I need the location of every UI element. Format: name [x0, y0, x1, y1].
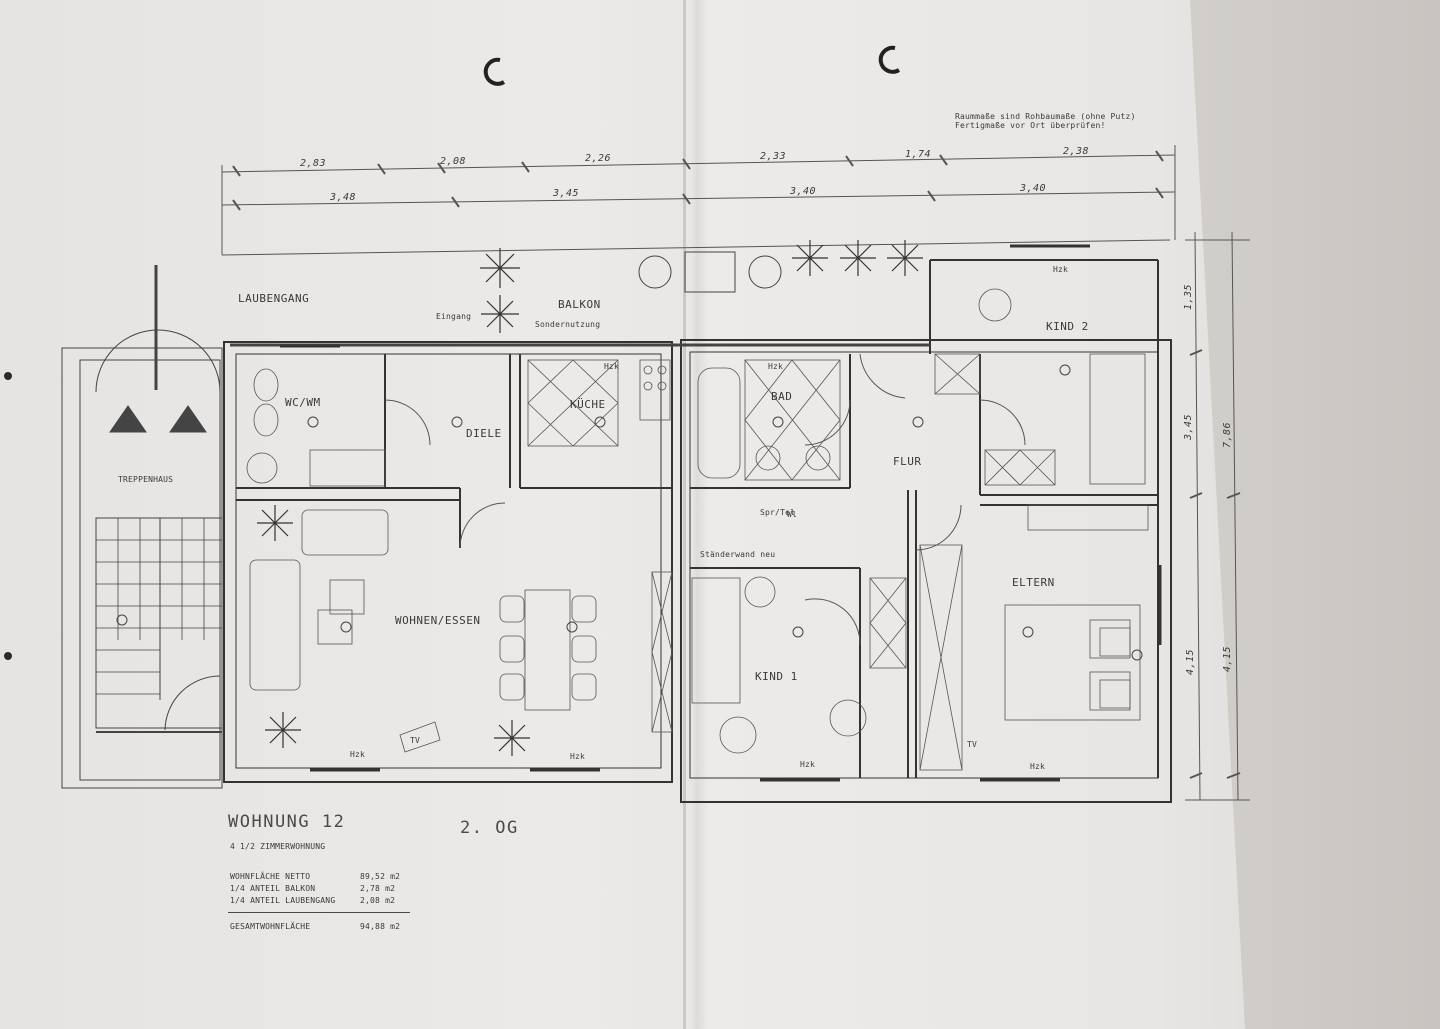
door-swings [384, 353, 1026, 646]
total-area-value: 94,88 m2 [360, 922, 401, 931]
area-row-value: 89,52 m2 [360, 872, 401, 881]
room-label-bad: BAD [771, 390, 793, 403]
balcony-outline [230, 251, 930, 347]
dimension-label: 1,74 [905, 149, 932, 160]
dimension-label: 1,35 [1183, 283, 1194, 310]
room-label-laubengang: LAUBENGANG [238, 292, 310, 305]
floor-label: 2. OG [460, 818, 519, 838]
dimension-label: 2,33 [760, 151, 787, 162]
area-row-value: 2,78 m2 [360, 884, 396, 893]
dimension-label: 3,48 [330, 192, 357, 203]
room-label-sondernutzung: Sondernutzung [535, 320, 601, 329]
dimension-label: 4,15 [1185, 648, 1196, 675]
dimension-label: 4,15 [1222, 645, 1233, 672]
heater-label: Hzk [800, 760, 816, 769]
bathroom-fixtures [697, 359, 841, 481]
heater-label: Hzk [1053, 265, 1069, 274]
wc-fixtures [246, 368, 386, 487]
room-label-treppenhaus: TREPPENHAUS [118, 475, 174, 484]
dimension-label: 3,40 [1020, 183, 1047, 194]
dimension-label: 3,45 [553, 188, 580, 199]
bedroom-furniture [719, 288, 1141, 754]
area-row-label: 1/4 ANTEIL BALKON [230, 884, 316, 893]
tv-label: TV [967, 740, 978, 749]
note-line-1: Raummaße sind Rohbaumaße (ohne Putz) [955, 112, 1136, 121]
label-spr-tel: Spr/Tel [760, 508, 796, 517]
area-row-value: 2,08 m2 [360, 896, 396, 905]
dimension-label: 7,86 [1222, 421, 1233, 448]
tv-label: TV [410, 736, 421, 745]
total-divider [228, 912, 410, 913]
apartment-title: WOHNUNG 12 [228, 812, 346, 832]
heater-label: Hzk [570, 752, 586, 761]
dimension-chain-top [221, 145, 1176, 255]
note-line-2: Fertigmaße vor Ort überprüfen! [955, 121, 1106, 130]
room-label-kueche: KÜCHE [570, 398, 606, 411]
room-label-kind1: KIND 1 [755, 670, 798, 683]
label-wl: Wl [787, 510, 798, 519]
paper-fold [683, 0, 686, 1029]
room-label-eltern: ELTERN [1012, 576, 1055, 589]
windows [280, 244, 1162, 782]
kitchen-tiles [527, 359, 671, 447]
wardrobes [651, 353, 1149, 771]
dimension-label: 3,40 [790, 186, 817, 197]
heater-label: Hzk [604, 362, 620, 371]
room-label-balkon: BALKON [558, 298, 601, 311]
area-row-label: WOHNFLÄCHE NETTO [230, 872, 311, 881]
label-staenderwand: Ständerwand neu [700, 550, 776, 559]
apartment-walls [223, 259, 1172, 803]
note-text: Raummaße sind Rohbaumaße (ohne Putz) Fer… [955, 112, 1136, 130]
plants [257, 240, 923, 756]
dimension-label: 3,45 [1183, 413, 1194, 440]
heater-label: Hzk [768, 362, 784, 371]
dimension-label: 2,38 [1063, 146, 1090, 157]
room-label-wc-wm: WC/WM [285, 396, 321, 409]
area-row-label: 1/4 ANTEIL LAUBENGANG [230, 896, 336, 905]
room-label-flur: FLUR [893, 455, 922, 468]
dimension-label: 2,83 [300, 158, 327, 169]
living-furniture [249, 509, 597, 753]
dimension-chain-right [1185, 231, 1250, 801]
dimension-label: 2,26 [585, 153, 612, 164]
heater-label: Hzk [1030, 762, 1046, 771]
dimension-label: 2,08 [440, 156, 467, 167]
light-fixtures [116, 364, 1143, 661]
punch-hole [483, 57, 506, 86]
heater-label: Hzk [350, 750, 366, 759]
room-label-kind2: KIND 2 [1046, 320, 1089, 333]
room-label-wohnen-essen: WOHNEN/ESSEN [395, 614, 481, 627]
total-area-label: GESAMTWOHNFLÄCHE [230, 922, 311, 931]
apartment-subtitle: 4 1/2 ZIMMERWOHNUNG [230, 842, 326, 851]
punch-hole [878, 45, 901, 74]
label-eingang: Eingang [436, 312, 472, 321]
staircase [61, 265, 223, 789]
room-label-diele: DIELE [466, 427, 502, 440]
